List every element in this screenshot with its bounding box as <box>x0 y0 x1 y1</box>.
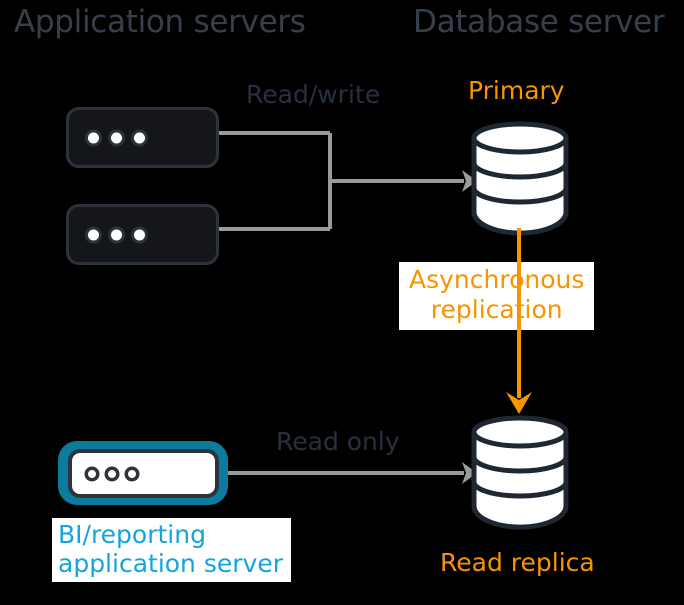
read-replica-label: Read replica <box>440 548 595 577</box>
server-dot-icon <box>128 469 136 478</box>
bi-reporting-application-server[interactable] <box>68 449 219 498</box>
read-only-connection-label: Read only <box>276 427 400 456</box>
server-dot-icon <box>111 132 122 143</box>
header-application-servers: Application servers <box>14 4 306 40</box>
arrowhead-primary <box>462 170 477 192</box>
database-primary <box>471 121 569 236</box>
server-dot-icon <box>134 132 145 143</box>
server-dot-icon <box>108 469 116 478</box>
server-dot-icon <box>88 132 99 143</box>
primary-database-label: Primary <box>468 76 565 105</box>
application-server-1[interactable] <box>66 107 219 168</box>
async-replication-label: Asynchronous replication <box>399 262 595 330</box>
server-dot-icon <box>88 229 99 240</box>
database-read-replica <box>471 415 569 530</box>
server-indicator-dots <box>88 469 136 478</box>
replication-arrowhead <box>506 392 532 414</box>
server-indicator-dots <box>88 229 145 240</box>
server-dot-icon <box>111 229 122 240</box>
server-indicator-dots <box>88 132 145 143</box>
server-dot-icon <box>88 469 96 478</box>
header-database-server: Database server <box>413 4 665 40</box>
bi-server-caption: BI/reporting application server <box>52 518 291 582</box>
arrowhead-group <box>462 170 477 484</box>
arrowhead-replica <box>462 462 477 484</box>
read-write-connection-label: Read/write <box>246 80 381 109</box>
application-server-2[interactable] <box>66 204 219 265</box>
server-dot-icon <box>134 229 145 240</box>
